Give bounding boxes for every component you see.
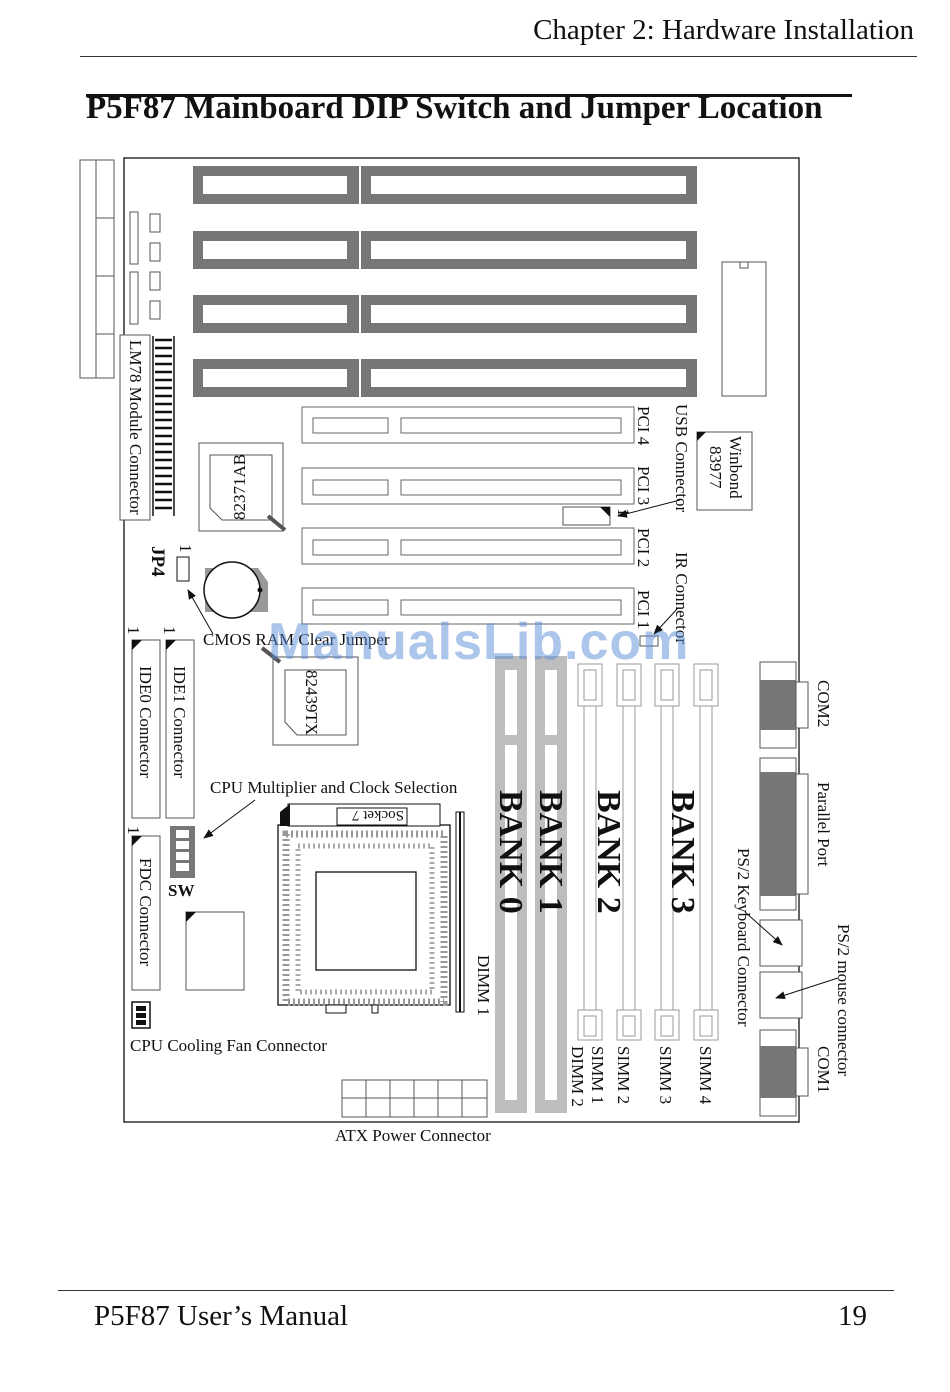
cmos-arrow <box>187 589 214 635</box>
ps2-mouse-port <box>759 971 803 1019</box>
title-rule <box>86 94 852 97</box>
ps2-mouse-arrow <box>775 977 839 1000</box>
pci3-label: PCI 3 <box>634 466 653 505</box>
isa-slot <box>193 231 697 269</box>
cpu-fan-connector <box>131 1001 151 1029</box>
com2-label: COM2 <box>814 680 833 727</box>
ide0-label: IDE0 Connector <box>136 666 155 778</box>
winbond-chip: Winbond 83977 <box>696 261 767 511</box>
isa-slot <box>193 359 697 397</box>
com1-label: COM1 <box>814 1046 833 1093</box>
ide0-pin1-label: 1 <box>124 626 143 635</box>
sw-label: SW <box>168 881 194 900</box>
bios-chip <box>185 911 245 991</box>
bank3-label: BANK 3 <box>664 790 701 914</box>
ide0-connector: 1 IDE0 Connector <box>124 626 161 819</box>
jp4-jumper: 1 JP4 <box>147 544 195 582</box>
pci-slots <box>301 406 635 625</box>
usb-pin1-label: 1 <box>614 508 633 517</box>
cmos-label: CMOS RAM Clear Jumper <box>203 630 390 649</box>
simm-slots <box>577 663 719 1041</box>
footer-manual-title: P5F87 User’s Manual <box>94 1300 349 1332</box>
lm78-connector: LM78 Module Connector <box>119 334 175 521</box>
pci-slot <box>301 467 635 505</box>
bank1-label: BANK 1 <box>532 790 569 914</box>
pci-slot <box>301 527 635 565</box>
usb-connector: USB Connector 1 <box>562 404 691 526</box>
chip-82439tx-label: 82439TX <box>302 670 321 735</box>
pci-slot <box>301 406 635 444</box>
cpu-multiplier-label: CPU Multiplier and Clock Selection <box>210 778 458 797</box>
simm3-label: SIMM 3 <box>656 1046 675 1104</box>
fdc-label: FDC Connector <box>136 858 155 966</box>
ir-label: IR Connector <box>672 552 691 644</box>
expansion-backplate <box>79 159 115 379</box>
watermark: ManualsLib.com <box>268 613 690 671</box>
small-components <box>129 211 161 325</box>
cmos-battery <box>203 561 268 619</box>
ide1-connector: 1 IDE1 Connector <box>160 626 195 819</box>
pci2-label: PCI 2 <box>634 528 653 567</box>
page-title: P5F87 Mainboard DIP Switch and Jumper Lo… <box>86 90 823 126</box>
simm-slot <box>654 663 680 1041</box>
cpu-socket-7: Socket 7 <box>277 803 465 1014</box>
ir-connector: IR Connector <box>639 552 691 647</box>
chapter-heading: Chapter 2: Hardware Installation <box>533 14 914 46</box>
pci-slot <box>301 587 635 625</box>
dimm-bank-1: BANK 1 <box>532 656 569 1113</box>
simm2-label: SIMM 2 <box>614 1046 633 1104</box>
ps2-keyboard-arrow <box>744 911 783 946</box>
bank2-label: BANK 2 <box>590 790 627 914</box>
atx-power-connector <box>341 1079 488 1118</box>
dimm1-label: DIMM 1 <box>474 955 493 1016</box>
page-number: 19 <box>838 1300 867 1332</box>
simm-slot <box>577 663 603 1041</box>
bank0-label: BANK 0 <box>492 790 529 914</box>
dimm2-label: DIMM 2 <box>568 1046 587 1107</box>
simm1-label: SIMM 1 <box>588 1046 607 1104</box>
isa-slots <box>193 166 697 397</box>
simm-slot <box>616 663 642 1041</box>
com2-connector <box>759 661 809 749</box>
chip-82439tx: 82439TX <box>260 646 359 746</box>
ps2-mouse-label: PS/2 mouse connector <box>834 924 853 1076</box>
jp4-label: JP4 <box>147 546 168 577</box>
footer-rule <box>58 1290 894 1291</box>
ps2-keyboard-label: PS/2 Keyboard Connector <box>734 848 753 1027</box>
fdc-connector: 1 FDC Connector <box>124 826 161 991</box>
dimm-bank-0: BANK 0 <box>492 656 529 1113</box>
header-rule <box>80 56 917 57</box>
usb-label: USB Connector <box>672 404 691 512</box>
cpu-multiplier-arrow <box>203 799 256 839</box>
fdc-pin1-label: 1 <box>124 826 143 835</box>
board-outline <box>123 157 800 1123</box>
chip-82371ab-label: 82371AB <box>230 454 249 520</box>
pci4-label: PCI 4 <box>634 406 653 446</box>
cpu-fan-label: CPU Cooling Fan Connector <box>130 1036 327 1055</box>
ps2-keyboard-port <box>759 919 803 967</box>
chip-82371ab: 82371AB <box>198 442 287 532</box>
parallel-port <box>759 757 809 911</box>
winbond-label-2: 83977 <box>706 446 725 489</box>
winbond-label-1: Winbond <box>726 436 745 499</box>
parallel-label: Parallel Port <box>814 782 833 867</box>
isa-slot <box>193 166 697 204</box>
isa-slot <box>193 295 697 333</box>
socket-label: Socket 7 <box>351 807 404 823</box>
dip-switch <box>170 826 195 878</box>
jp4-pin1-label: 1 <box>176 544 195 553</box>
atx-label: ATX Power Connector <box>335 1126 491 1145</box>
lm78-label: LM78 Module Connector <box>126 340 145 515</box>
ide1-label: IDE1 Connector <box>170 666 189 778</box>
simm-slot <box>693 663 719 1041</box>
pci1-label: PCI 1 <box>634 590 653 629</box>
com1-connector <box>759 1029 809 1117</box>
ide1-pin1-label: 1 <box>160 626 179 635</box>
simm4-label: SIMM 4 <box>696 1046 715 1105</box>
